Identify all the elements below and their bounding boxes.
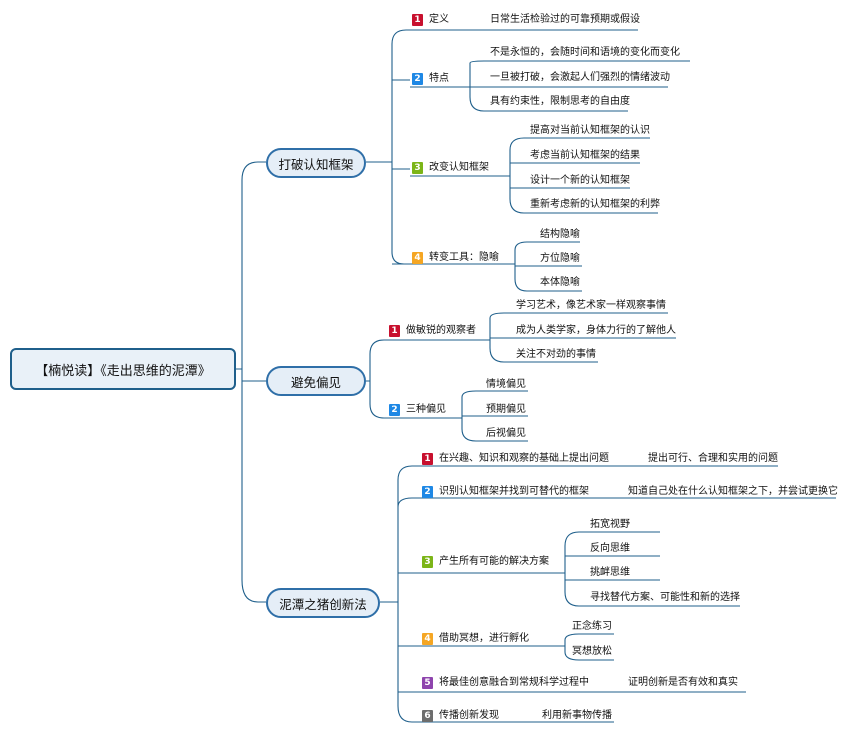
priority-2-icon: 2 xyxy=(389,404,400,416)
subtopic-keen-observer[interactable]: 1 做敏锐的观察者 xyxy=(389,324,476,338)
leaf-topic[interactable]: 本体隐喻 xyxy=(540,277,580,288)
priority-1-icon: 1 xyxy=(412,14,423,26)
priority-3-icon: 3 xyxy=(412,162,423,174)
leaf-topic[interactable]: 具有约束性，限制思考的自由度 xyxy=(490,96,630,107)
leaf-topic[interactable]: 成为人类学家，身体力行的了解他人 xyxy=(516,325,676,336)
subtopic-integrate-science[interactable]: 5 将最佳创意融合到常规科学过程中 xyxy=(422,676,589,690)
subtopic-label: 特点 xyxy=(429,73,449,84)
subtopic-label: 借助冥想，进行孵化 xyxy=(439,633,529,644)
subtopic-label: 在兴趣、知识和观察的基础上提出问题 xyxy=(439,453,609,464)
priority-4-icon: 4 xyxy=(412,252,423,264)
subtopic-label: 传播创新发现 xyxy=(439,710,499,721)
subtopic-features[interactable]: 2 特点 xyxy=(412,72,449,86)
leaf-topic[interactable]: 证明创新是否有效和真实 xyxy=(628,677,738,688)
subtopic-definition[interactable]: 1 定义 xyxy=(412,13,449,27)
subtopic-label: 产生所有可能的解决方案 xyxy=(439,556,549,567)
subtopic-label: 转变工具：隐喻 xyxy=(429,252,499,263)
subtopic-label: 将最佳创意融合到常规科学过程中 xyxy=(439,677,589,688)
subtopic-three-biases[interactable]: 2 三种偏见 xyxy=(389,403,446,417)
subtopic-meditation[interactable]: 4 借助冥想，进行孵化 xyxy=(422,632,529,646)
leaf-topic[interactable]: 正念练习 xyxy=(572,621,612,632)
leaf-topic[interactable]: 知道自己处在什么认知框架之下，并尝试更换它 xyxy=(628,486,838,497)
priority-2-icon: 2 xyxy=(422,486,433,498)
leaf-topic[interactable]: 学习艺术，像艺术家一样观察事情 xyxy=(516,300,666,311)
leaf-topic[interactable]: 结构隐喻 xyxy=(540,229,580,240)
leaf-topic[interactable]: 挑衅思维 xyxy=(590,567,630,578)
subtopic-generate-solutions[interactable]: 3 产生所有可能的解决方案 xyxy=(422,555,549,569)
leaf-topic[interactable]: 寻找替代方案、可能性和新的选择 xyxy=(590,592,740,603)
branch-break-cognitive-frame[interactable]: 打破认知框架 xyxy=(266,148,366,178)
leaf-topic[interactable]: 提高对当前认知框架的认识 xyxy=(530,125,650,136)
leaf-topic[interactable]: 关注不对劲的事情 xyxy=(516,349,596,360)
priority-4-icon: 4 xyxy=(422,633,433,645)
subtopic-metaphor-tool[interactable]: 4 转变工具：隐喻 xyxy=(412,251,499,265)
leaf-topic[interactable]: 利用新事物传播 xyxy=(542,710,612,721)
leaf-topic[interactable]: 一旦被打破，会激起人们强烈的情绪波动 xyxy=(490,72,670,83)
priority-6-icon: 6 xyxy=(422,710,433,722)
leaf-topic[interactable]: 冥想放松 xyxy=(572,646,612,657)
priority-1-icon: 1 xyxy=(422,453,433,465)
leaf-topic[interactable]: 设计一个新的认知框架 xyxy=(530,175,630,186)
subtopic-ask-questions[interactable]: 1 在兴趣、知识和观察的基础上提出问题 xyxy=(422,452,609,466)
leaf-topic[interactable]: 反向思维 xyxy=(590,543,630,554)
leaf-topic[interactable]: 考虑当前认知框架的结果 xyxy=(530,150,640,161)
leaf-topic[interactable]: 重新考虑新的认知框架的利弊 xyxy=(530,199,660,210)
subtopic-spread-innovation[interactable]: 6 传播创新发现 xyxy=(422,709,499,723)
subtopic-label: 做敏锐的观察者 xyxy=(406,325,476,336)
root-topic[interactable]: 【楠悦读】《走出思维的泥潭》 xyxy=(10,348,236,390)
subtopic-identify-frame[interactable]: 2 识别认知框架并找到可替代的框架 xyxy=(422,485,589,499)
leaf-topic[interactable]: 预期偏见 xyxy=(486,404,526,415)
priority-1-icon: 1 xyxy=(389,325,400,337)
leaf-topic[interactable]: 不是永恒的，会随时间和语境的变化而变化 xyxy=(490,47,680,58)
leaf-topic[interactable]: 后视偏见 xyxy=(486,428,526,439)
subtopic-change-frame[interactable]: 3 改变认知框架 xyxy=(412,161,489,175)
subtopic-label: 改变认知框架 xyxy=(429,162,489,173)
subtopic-label: 识别认知框架并找到可替代的框架 xyxy=(439,486,589,497)
subtopic-label: 三种偏见 xyxy=(406,404,446,415)
priority-2-icon: 2 xyxy=(412,73,423,85)
priority-5-icon: 5 xyxy=(422,677,433,689)
leaf-topic[interactable]: 情境偏见 xyxy=(486,379,526,390)
subtopic-label: 定义 xyxy=(429,14,449,25)
leaf-topic[interactable]: 方位隐喻 xyxy=(540,253,580,264)
leaf-topic[interactable]: 日常生活检验过的可靠预期或假设 xyxy=(490,14,640,25)
branch-avoid-bias[interactable]: 避免偏见 xyxy=(266,366,366,396)
leaf-topic[interactable]: 拓宽视野 xyxy=(590,519,630,530)
priority-3-icon: 3 xyxy=(422,556,433,568)
leaf-topic[interactable]: 提出可行、合理和实用的问题 xyxy=(648,453,778,464)
branch-mud-pig-innovation[interactable]: 泥潭之猪创新法 xyxy=(266,588,380,618)
